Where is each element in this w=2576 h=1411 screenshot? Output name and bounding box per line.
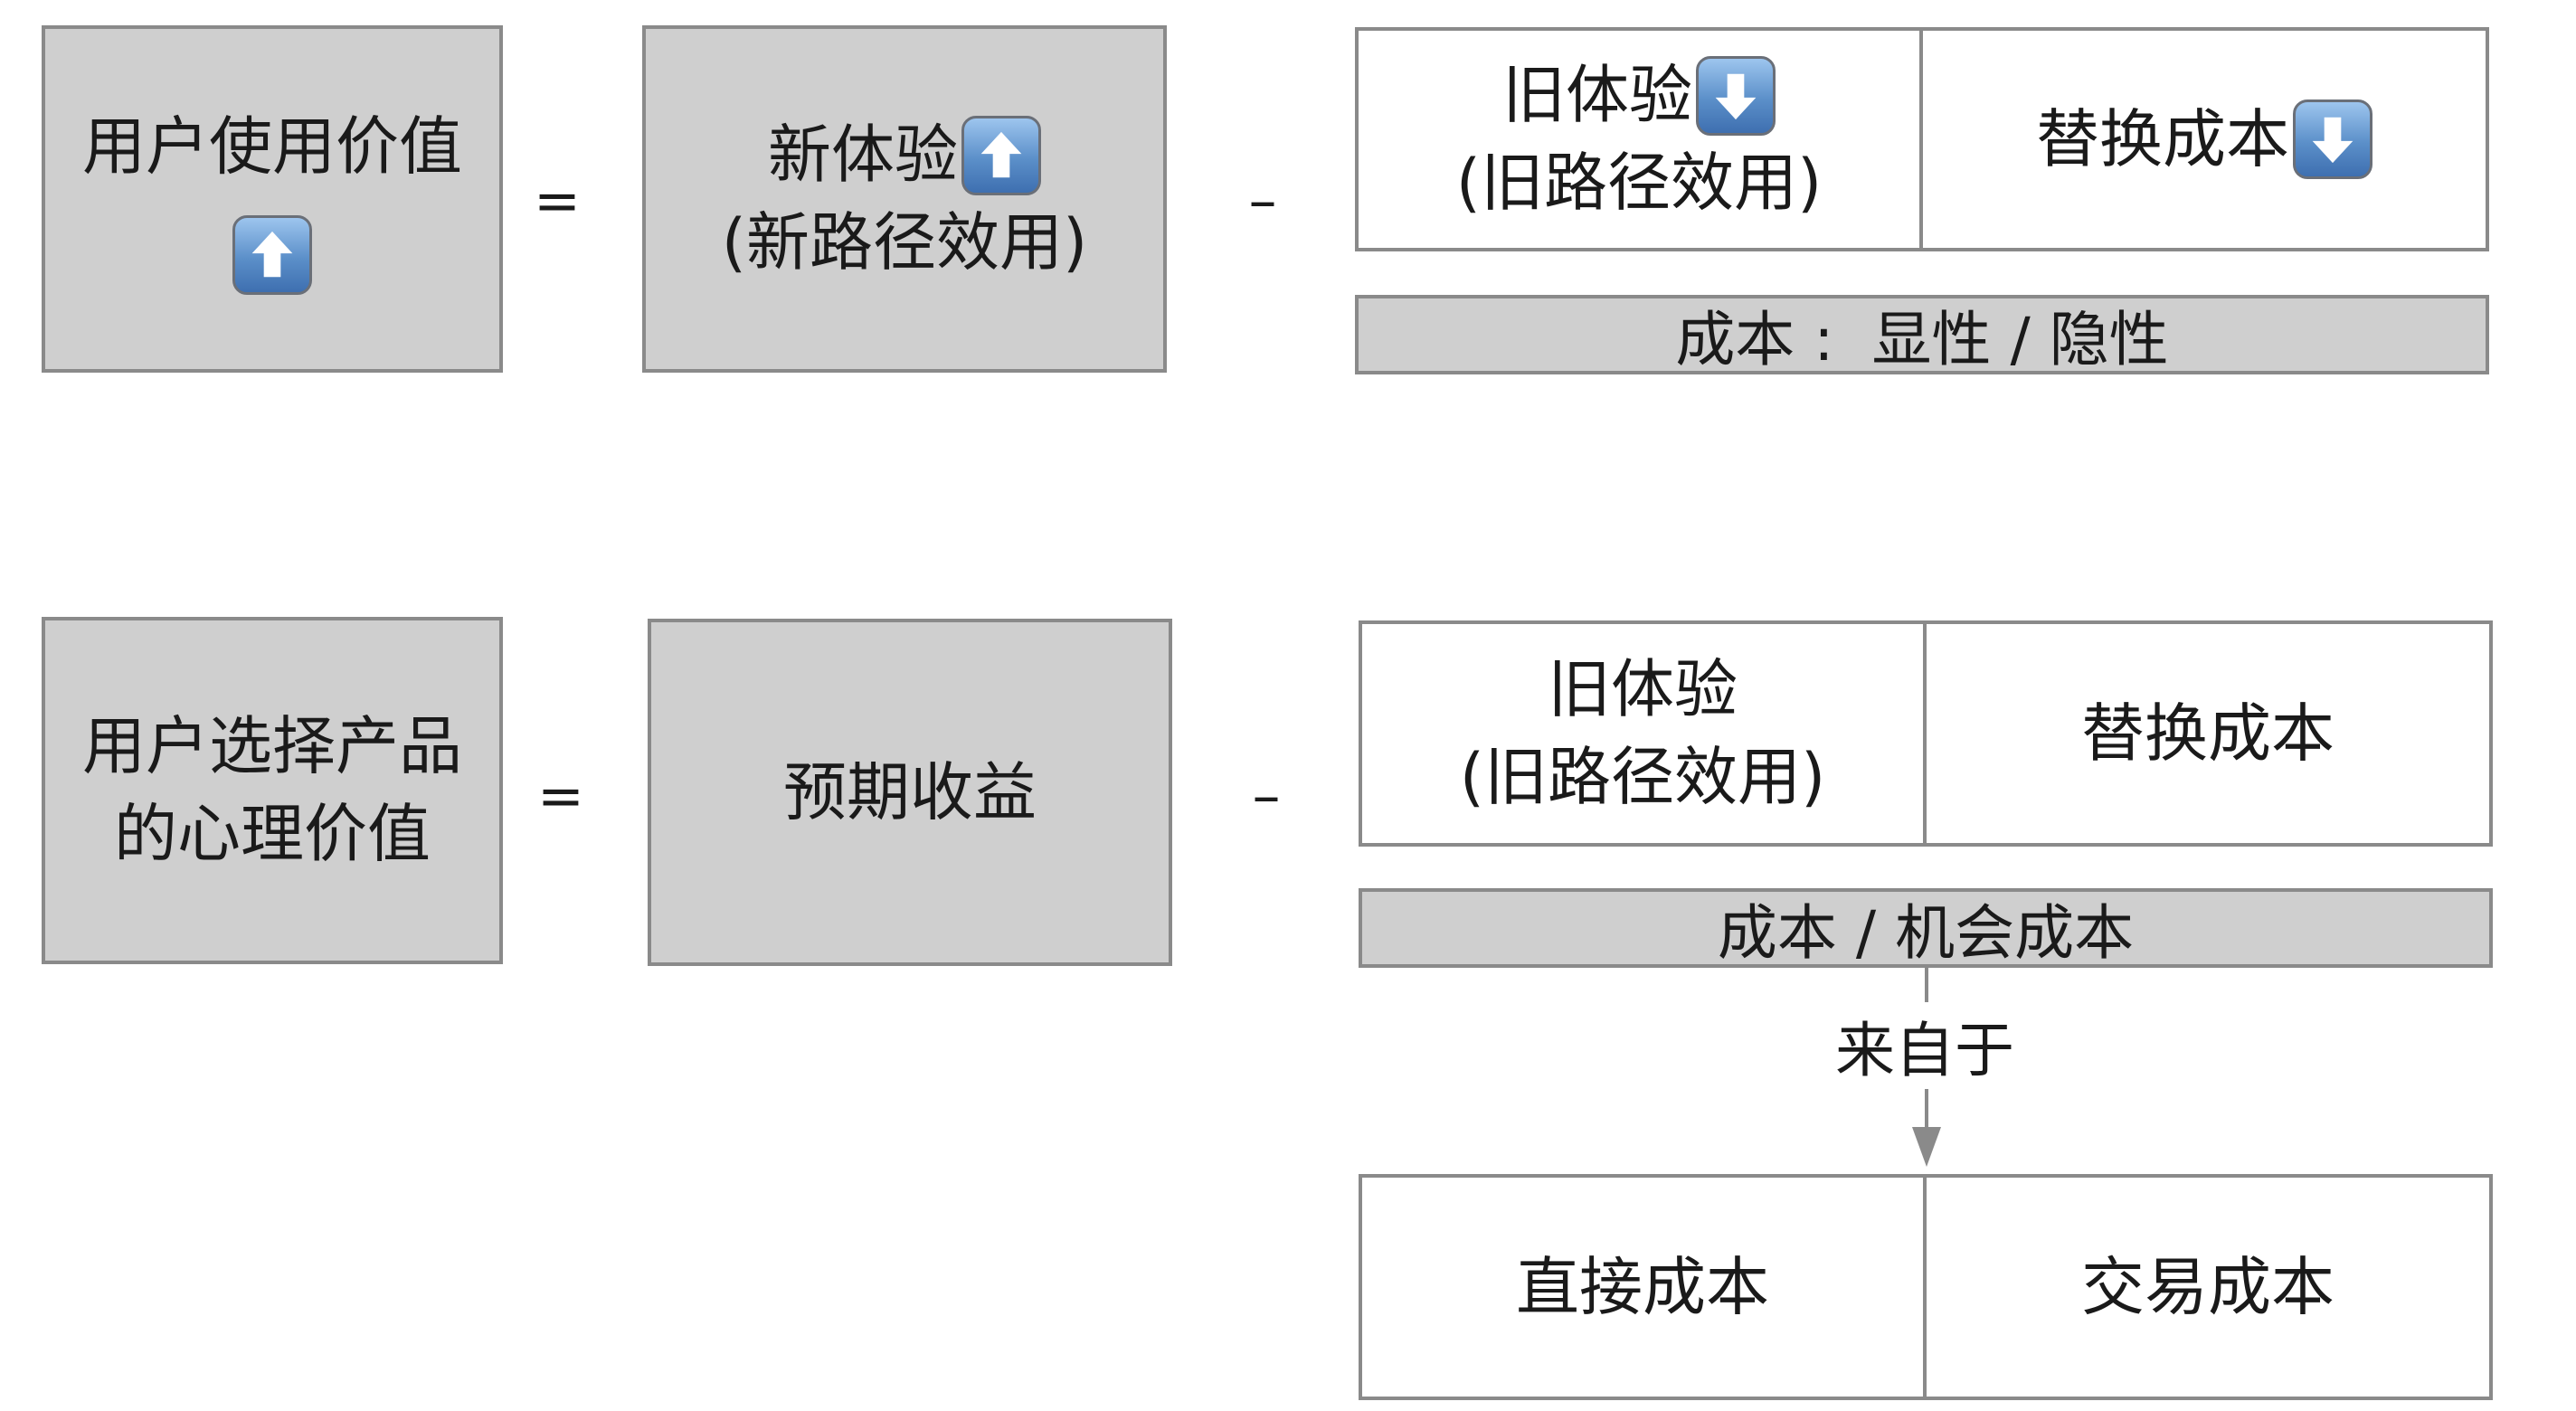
cost-opportunity-label: 成本 / 机会成本 (1717, 898, 2135, 968)
old-path-utility-label: (旧路径效用) (1455, 146, 1823, 220)
minus-sign: – (1252, 762, 1281, 829)
old-experience-box-2: 旧体验 (旧路径效用) (1359, 620, 1927, 847)
old-experience-label: 旧体验 (1502, 58, 1692, 133)
user-choice-label-line1: 用户选择产品 (82, 709, 462, 784)
new-experience-label: 新体验 (768, 118, 958, 193)
up-arrow-icon (961, 115, 1041, 195)
cost-explicit-implicit-bar: 成本 : 显性 / 隐性 (1355, 295, 2489, 374)
down-arrow-icon (1696, 55, 1776, 136)
down-arrow-icon (2293, 99, 2372, 179)
replacement-cost-box-2: 替换成本 (1923, 620, 2493, 847)
expected-benefit-label: 预期收益 (783, 754, 1037, 829)
user-choice-value-box: 用户选择产品 的心理价值 (42, 617, 503, 964)
direct-cost-box: 直接成本 (1359, 1174, 1927, 1400)
replacement-cost-label-2: 替换成本 (2081, 696, 2334, 771)
new-experience-box: 新体验 (新路径效用) (642, 25, 1167, 373)
old-experience-label-2: 旧体验 (1548, 652, 1738, 727)
minus-sign: – (1248, 167, 1277, 233)
equals-sign: = (537, 762, 584, 829)
cost-opportunity-bar: 成本 / 机会成本 (1359, 888, 2493, 968)
replacement-cost-label: 替换成本 (2036, 101, 2289, 176)
old-path-utility-label-2: (旧路径效用) (1459, 740, 1826, 814)
user-use-value-label: 用户使用价值 (82, 109, 462, 184)
transaction-cost-box: 交易成本 (1923, 1174, 2493, 1400)
user-use-value-box: 用户使用价值 (42, 25, 503, 373)
comes-from-label: 来自于 (1830, 1002, 2020, 1089)
cost-explicit-implicit-label: 成本 : 显性 / 隐性 (1675, 305, 2169, 374)
user-choice-label-line2: 的心理价值 (114, 797, 431, 871)
expected-benefit-box: 预期收益 (648, 619, 1172, 966)
new-path-utility-label: (新路径效用) (721, 205, 1088, 279)
up-arrow-icon (232, 215, 312, 296)
transaction-cost-label: 交易成本 (2081, 1249, 2334, 1324)
direct-cost-label: 直接成本 (1516, 1249, 1769, 1324)
old-experience-box: 旧体验 (旧路径效用) (1355, 27, 1923, 251)
replacement-cost-box: 替换成本 (1919, 27, 2489, 251)
equals-sign: = (534, 167, 581, 233)
